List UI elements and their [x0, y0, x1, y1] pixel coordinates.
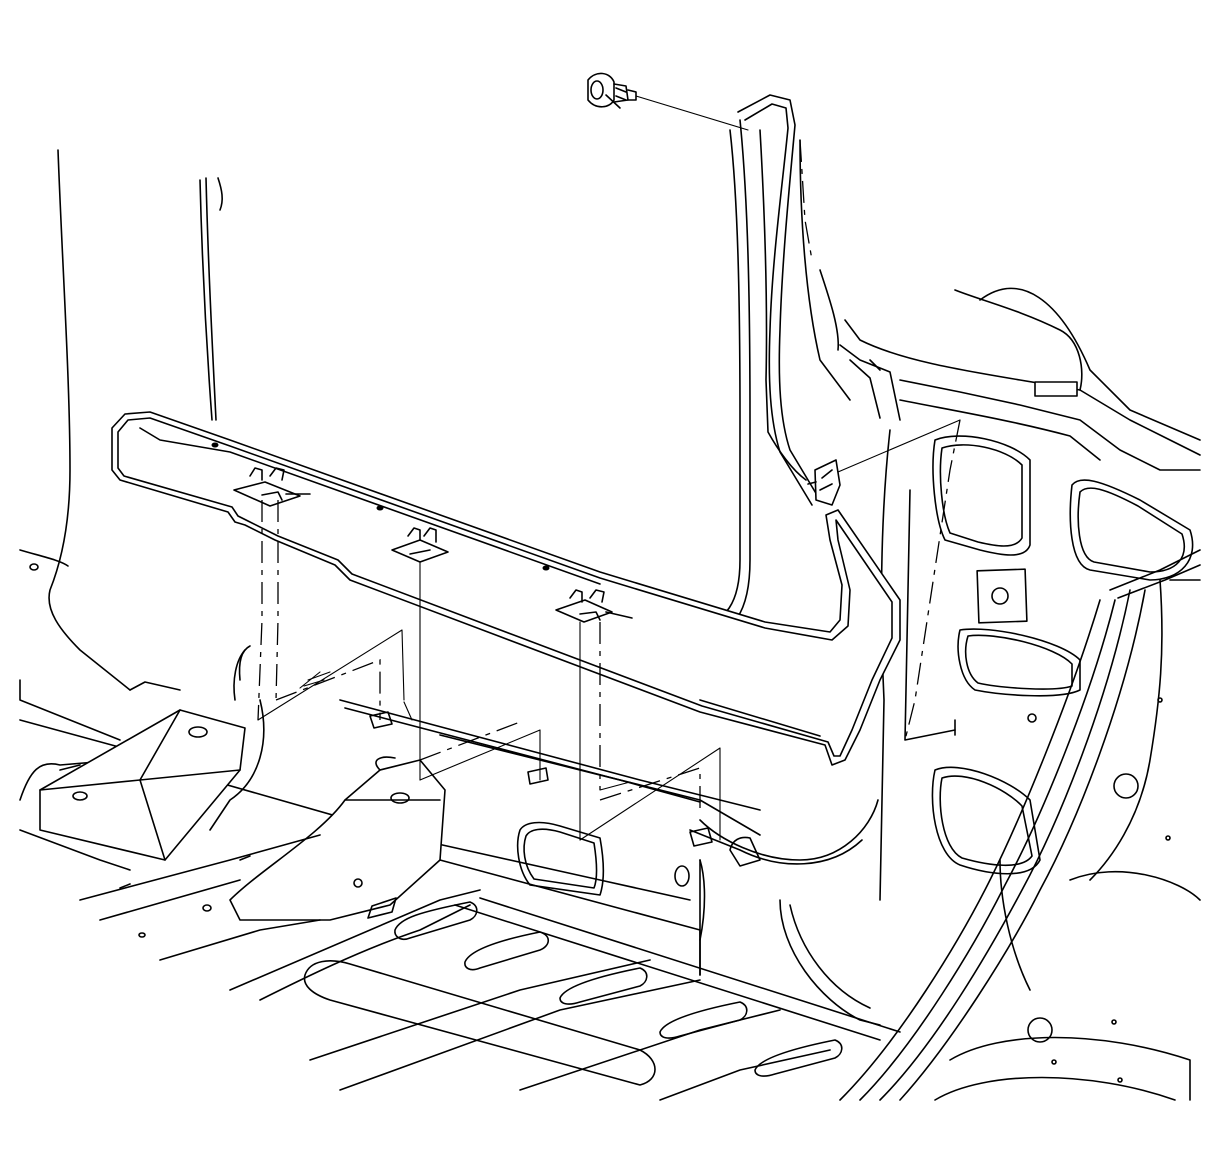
vehicle-body-structure [19, 94, 1201, 1101]
push-pin-retainer [587, 72, 637, 109]
sill-trim-clip [233, 467, 311, 507]
sill-plate-trim-panel [111, 411, 901, 766]
sill-trim-clip [555, 589, 633, 623]
assembly-leader-lines [257, 95, 961, 847]
sill-trim-clip [391, 527, 449, 563]
